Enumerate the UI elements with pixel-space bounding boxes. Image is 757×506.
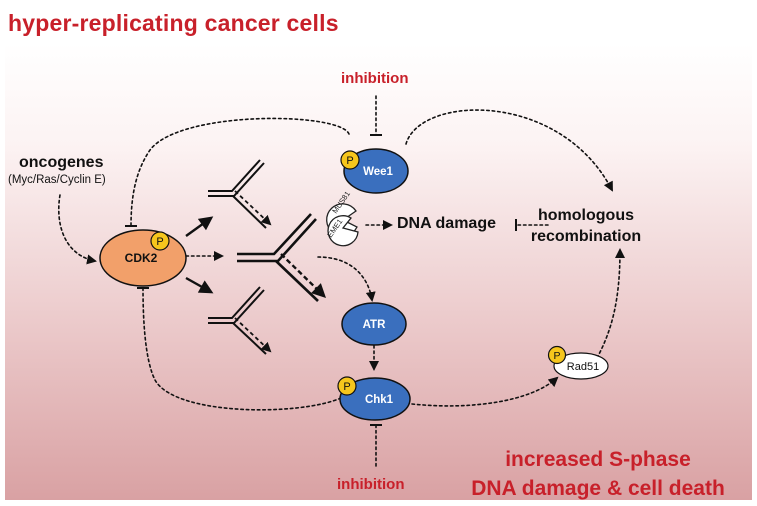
rad51-label: Rad51 — [567, 361, 599, 373]
chk1-node — [339, 377, 411, 421]
outcome-line-2: DNA damage & cell death — [471, 477, 725, 500]
inhibition-bottom-label: inhibition — [337, 476, 405, 493]
wee1-to-cdk2-inhibit-edge — [124, 117, 350, 228]
chk1-phospho-label: P — [343, 381, 350, 393]
cdk2-phospho-label: P — [156, 236, 163, 248]
chk1-to-rad51-edge — [411, 376, 559, 407]
cdk2-label: CDK2 — [125, 251, 158, 265]
wee1-label: Wee1 — [363, 166, 393, 178]
cdk2-phospho-badge — [150, 231, 170, 251]
recombination-label: recombination — [530, 228, 642, 245]
wee1-node — [343, 148, 409, 194]
diagram-title: hyper-replicating cancer cells — [8, 10, 339, 36]
chk1-to-cdk2-inhibit-edge — [136, 286, 342, 411]
chk1-phospho-badge — [337, 376, 357, 396]
atr-node — [341, 302, 407, 346]
oncogenes-to-cdk2-edge — [58, 194, 97, 265]
oncogenes-sublabel: (Myc/Ras/Cyclin E) — [8, 174, 106, 186]
wee1-phospho-label: P — [346, 155, 353, 167]
cdk2-to-fork-bottom-edge — [185, 276, 214, 294]
dna-damage-label: DNA damage — [397, 215, 496, 232]
outcome-line-1: increased S-phase — [505, 448, 691, 471]
inhibition-top-label: inhibition — [341, 70, 409, 87]
rad51-phospho-label: P — [553, 350, 560, 362]
rad51-to-recombination-edge — [596, 248, 625, 359]
homologous-label: homologous — [538, 207, 634, 224]
atr-label: ATR — [363, 319, 386, 331]
fork-to-atr-edge — [317, 256, 376, 302]
replication-fork-top — [208, 159, 272, 229]
chk1-label: Chk1 — [365, 394, 394, 406]
replication-fork-middle — [237, 213, 327, 302]
rad51-node — [553, 352, 609, 380]
cdk2-to-fork-top-edge — [185, 216, 214, 237]
replication-fork-bottom — [208, 286, 272, 355]
mus81-eme1-complex — [326, 203, 359, 247]
rad51-phospho-badge — [547, 345, 567, 365]
oncogenes-label: oncogenes — [19, 154, 104, 171]
wee1-phospho-badge — [340, 150, 360, 170]
wee1-to-recombination-edge — [405, 109, 613, 192]
